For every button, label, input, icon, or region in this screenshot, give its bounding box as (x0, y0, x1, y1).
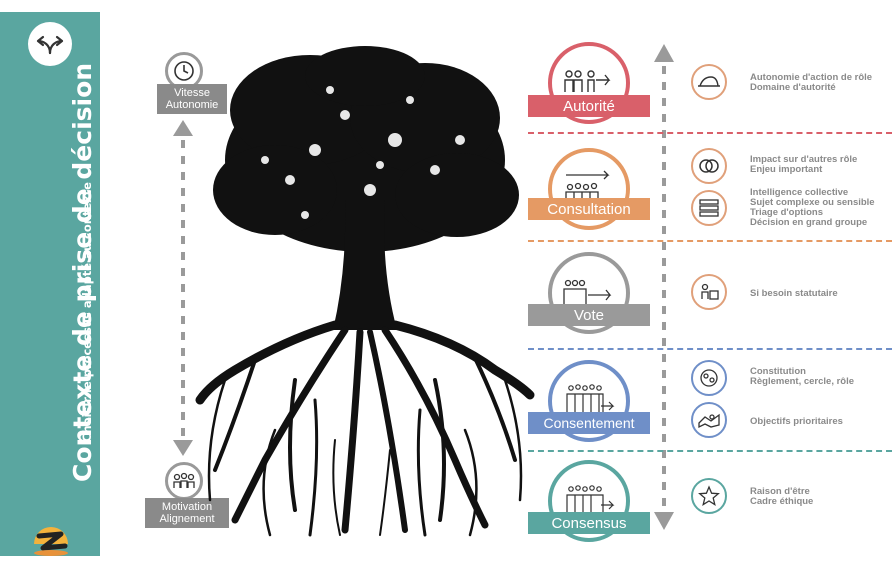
divider-vote (528, 348, 892, 350)
left-top-label: Vitesse Autonomie (157, 84, 227, 114)
stack-icon (691, 190, 727, 226)
consentement2-desc-line: Objectifs prioritaires (750, 416, 843, 427)
crowd-arrow-icon (566, 384, 615, 414)
consentement1-desc: Constitution Règlement, cercle, rôle (750, 367, 854, 387)
consultation1-desc: Impact sur d'autres rôle Enjeu important (750, 155, 857, 175)
crowd-icon (165, 462, 203, 500)
vote-desc-line: Si besoin statutaire (750, 288, 838, 299)
center-axis-arrow (654, 44, 674, 530)
left-bottom-label-line1: Motivation (161, 501, 213, 513)
vote-label: Vote (528, 304, 650, 326)
autorite-desc-line: Domaine d'autorité (750, 82, 836, 93)
left-axis-arrow (173, 120, 193, 456)
cell-icon (691, 360, 727, 396)
left-top-label-line1: Vitesse (174, 87, 210, 99)
map-icon (691, 402, 727, 438)
team-arrow-icon (566, 485, 615, 513)
consultation2-desc-line: Sujet complexe ou sensible (750, 197, 875, 208)
sidebar: Contexte de prise de décision Choisir le… (0, 12, 100, 556)
consentement2-desc: Objectifs prioritaires (750, 417, 843, 427)
clock-icon (165, 52, 203, 90)
z-logo-icon (28, 522, 74, 558)
consensus-desc-line: Cadre éthique (750, 496, 814, 507)
tree-illustration (195, 46, 535, 537)
consultation1-desc-line: Impact sur d'autres rôle (750, 154, 858, 165)
consensus-desc: Raison d'être Cadre éthique (750, 487, 813, 507)
consensus-desc-line: Raison d'être (750, 486, 810, 497)
person-arrow-icon (564, 70, 611, 92)
ballot-icon (691, 274, 727, 310)
rings-icon (691, 148, 727, 184)
consultation2-desc-line: Triage d'options (750, 207, 823, 218)
left-top-label-line2: Autonomie (165, 99, 219, 111)
consensus-label: Consensus (528, 512, 650, 534)
arrows-diverging-icon (28, 22, 72, 66)
left-bottom-label: Motivation Alignement (145, 498, 229, 528)
autorite-desc: Autonomie d'action de rôle Domaine d'aut… (750, 73, 872, 93)
consultation2-desc-line: Décision en grand groupe (750, 217, 868, 228)
sidebar-subtitle: Choisir le processus adapté au contexte (80, 182, 94, 442)
autorite-desc-line: Autonomie d'action de rôle (750, 72, 873, 83)
divider-consultation (528, 240, 892, 242)
consentement-label: Consentement (528, 412, 650, 434)
consultation-label: Consultation (528, 198, 650, 220)
group-arrow-icon (565, 170, 610, 203)
star-icon (691, 478, 727, 514)
consentement1-desc-line: Constitution (750, 366, 806, 377)
consentement1-desc-line: Règlement, cercle, rôle (750, 376, 855, 387)
consultation2-desc-line: Intelligence collective (750, 187, 849, 198)
left-bottom-label-line2: Alignement (159, 513, 215, 525)
vote-icon (563, 279, 612, 305)
consultation1-desc-line: Enjeu important (750, 164, 823, 175)
divider-autorite (528, 132, 892, 134)
divider-consentement (528, 450, 892, 452)
vote-desc: Si besoin statutaire (750, 289, 838, 299)
hat-icon (691, 64, 727, 100)
autorite-label: Autorité (528, 95, 650, 117)
consultation2-desc: Intelligence collective Sujet complexe o… (750, 188, 875, 228)
